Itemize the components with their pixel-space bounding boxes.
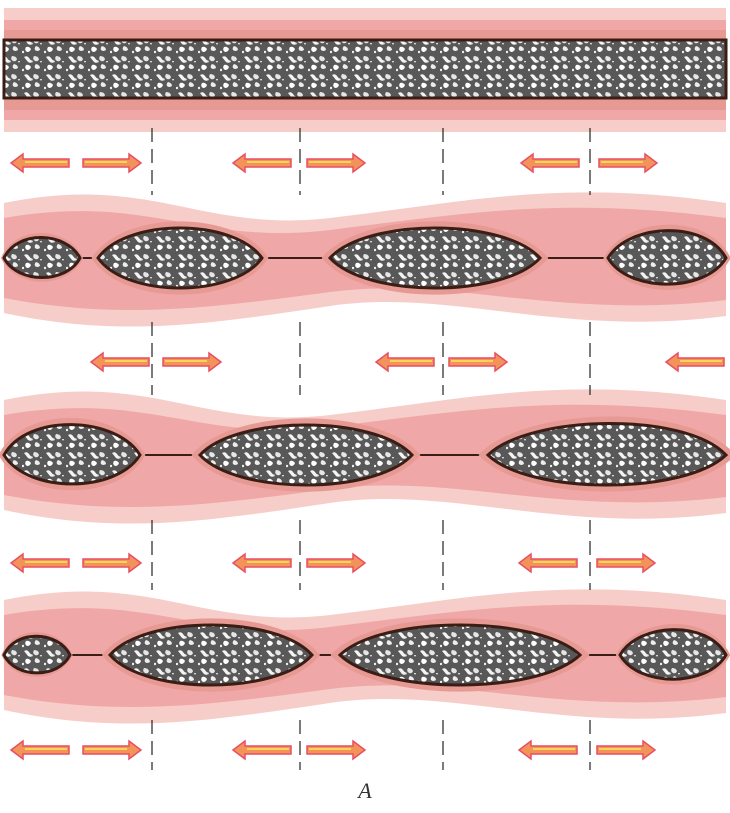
arrow-row-2 [91,353,724,371]
segment-row-2-panel [0,389,730,523]
straight-tube-panel [4,8,726,132]
lumen-content [4,40,726,98]
figure-caption: A [0,778,730,804]
segmented-panels [0,192,730,723]
segment-row-3-panel [1,589,730,723]
arrow-row-1 [11,154,657,172]
segment-content [4,636,70,673]
segment-row-1-panel [1,192,730,326]
arrow-row-4 [11,741,655,759]
arrow-row-3 [11,554,655,572]
